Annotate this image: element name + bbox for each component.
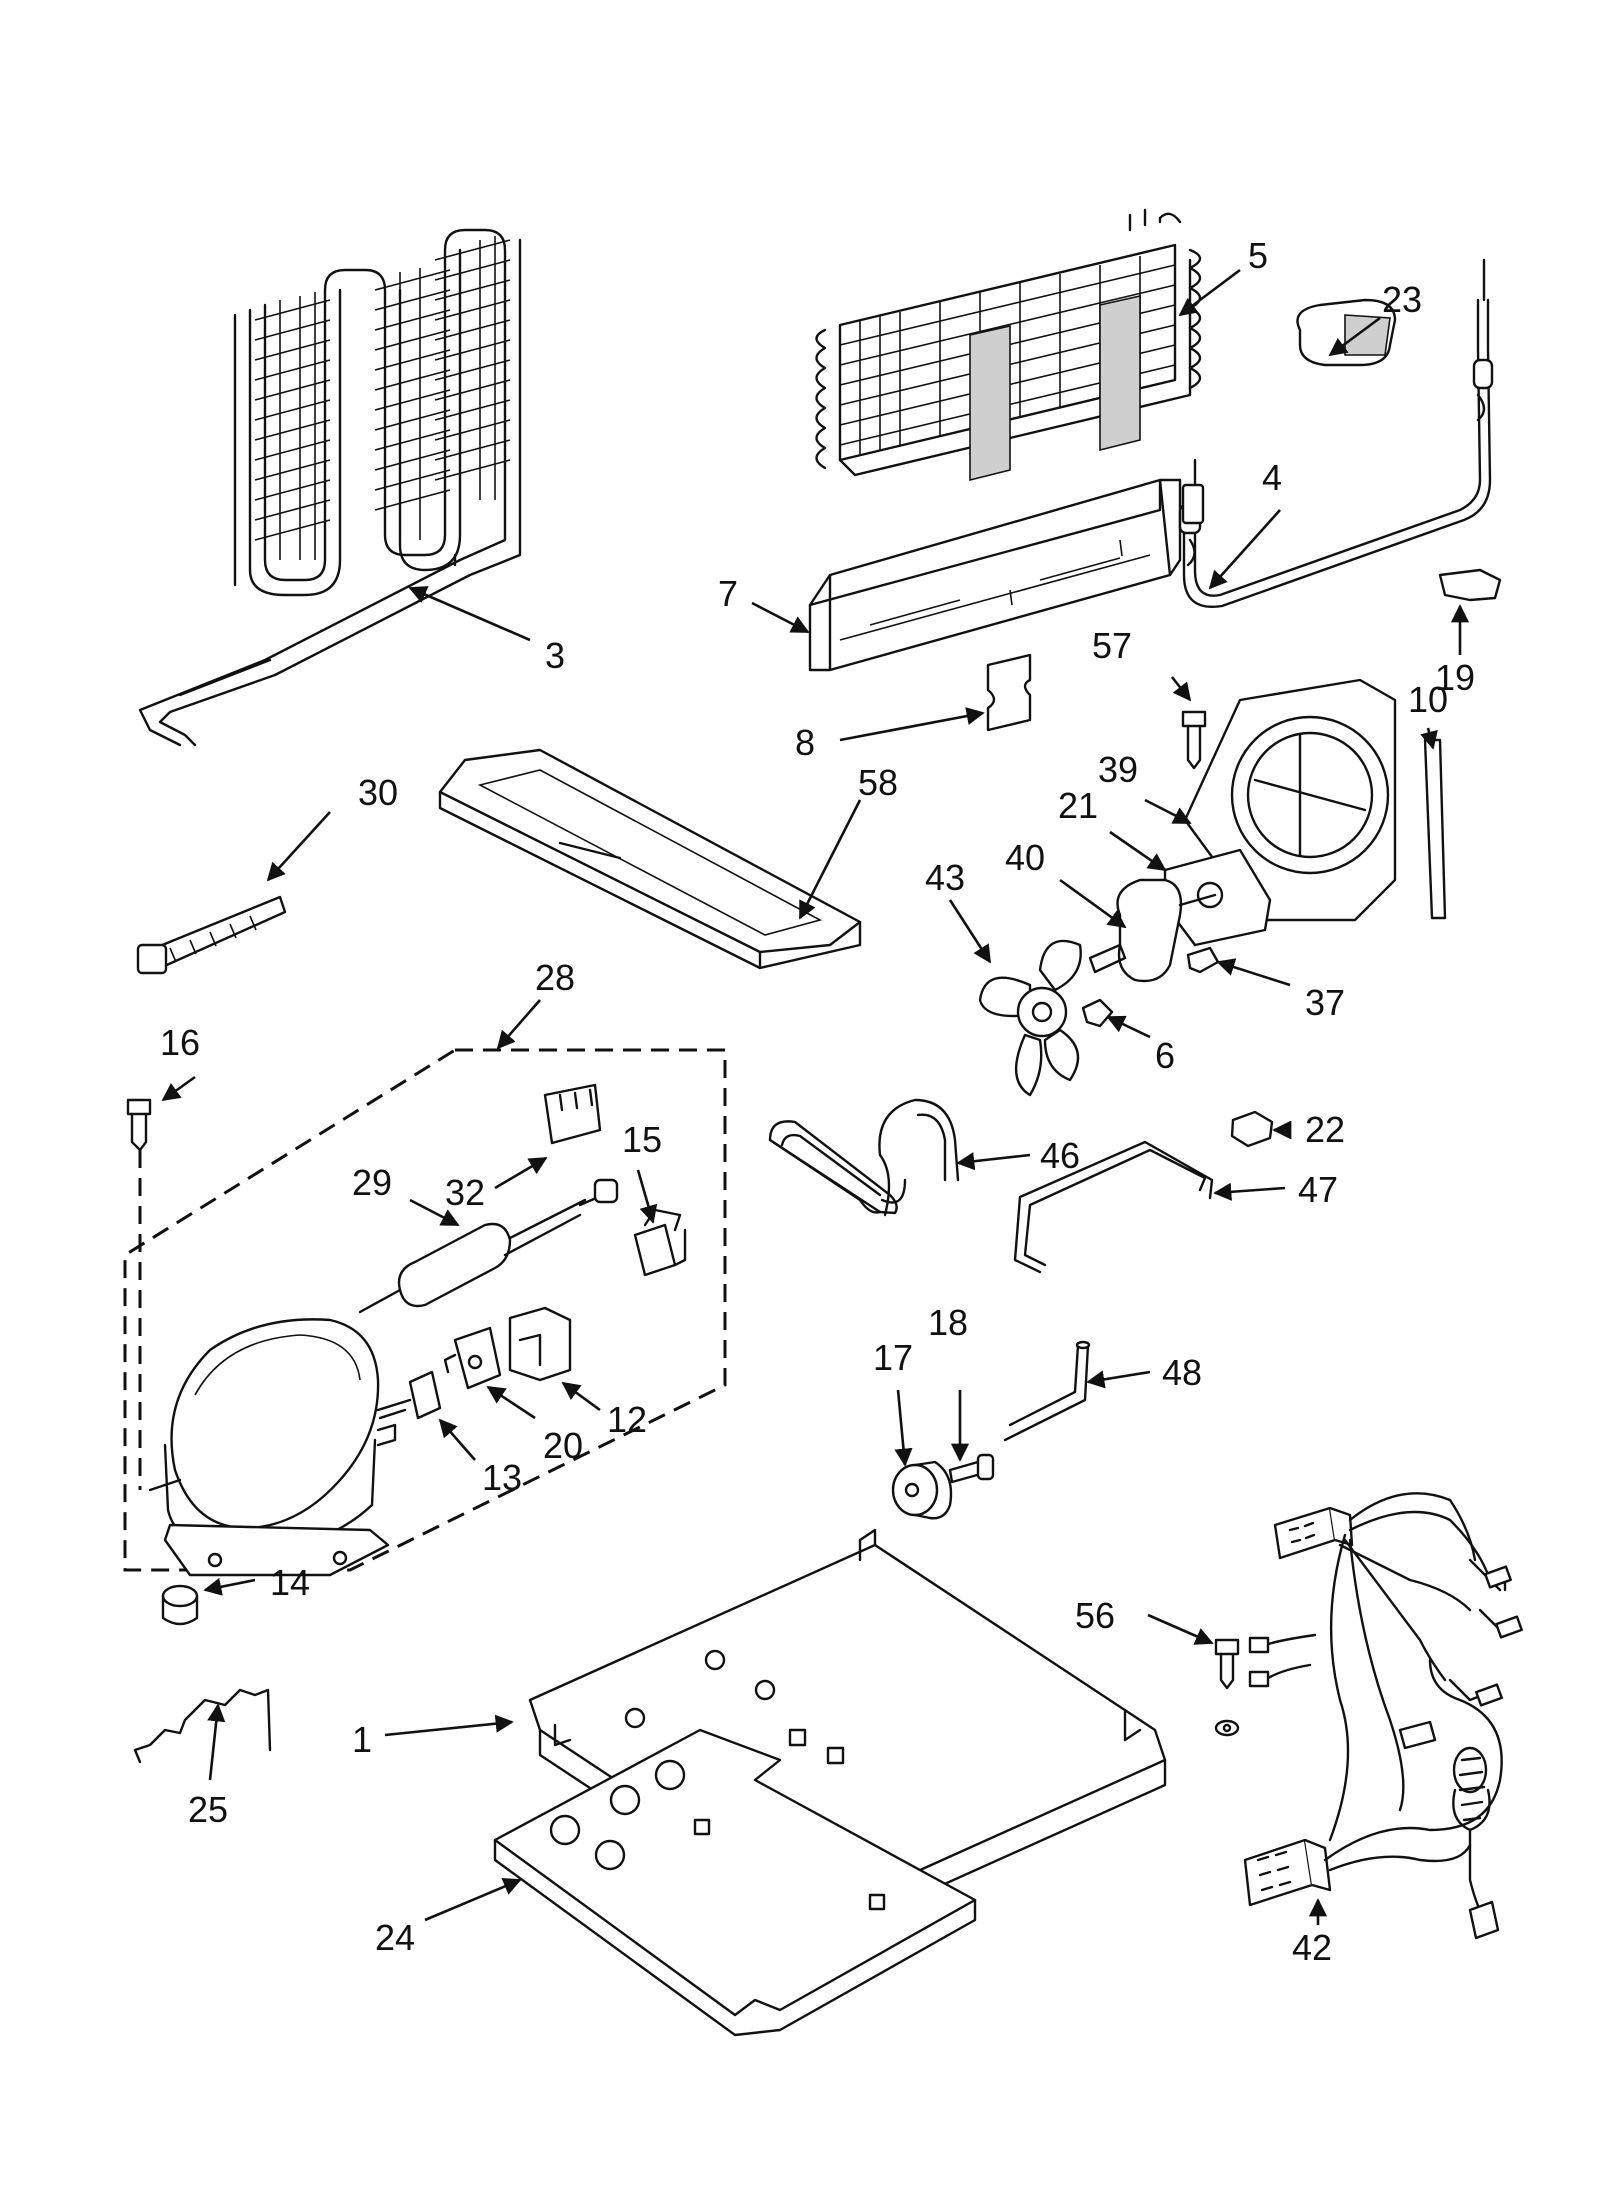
callout-7: 7 [718,573,738,614]
screw-56 [1214,1638,1240,1737]
evaporator [815,208,1202,482]
axle [948,1453,995,1484]
callout-28: 28 [535,957,575,998]
relay [443,1326,502,1390]
tube-47 [1013,1140,1214,1274]
plug [408,1370,442,1420]
callout-13: 13 [482,1457,522,1498]
screw-6 [1081,998,1114,1028]
callout-labels: 1 3 4 5 6 7 8 10 12 13 14 15 16 17 18 19… [160,235,1475,1968]
wiring-harness [1243,1492,1523,1940]
callout-37: 37 [1305,982,1345,1023]
callout-46: 46 [1040,1135,1080,1176]
tube-48 [1003,1340,1091,1442]
callout-19: 19 [1435,657,1475,698]
fan-motor [1088,878,1217,983]
compressor-assembly-boundary [123,1048,727,1572]
screw-37 [1186,946,1220,974]
callout-23: 23 [1382,279,1422,320]
callout-4: 4 [1262,457,1282,498]
callout-6: 6 [1155,1035,1175,1076]
callout-29: 29 [352,1162,392,1203]
cable-tie [136,895,287,975]
gasket-strip [1423,738,1447,920]
callout-30: 30 [358,772,398,813]
callout-22: 22 [1305,1109,1345,1150]
floor-plate [493,1728,977,2037]
leader-lines [161,268,1470,1925]
callout-39: 39 [1098,749,1138,790]
callout-32: 32 [445,1172,485,1213]
callout-21: 21 [1058,785,1098,826]
callout-5: 5 [1248,235,1268,276]
fan-blade [978,939,1082,1097]
overload [633,1208,687,1277]
tube-loop [768,1098,960,1217]
callout-25: 25 [188,1789,228,1830]
callout-42: 42 [1292,1927,1332,1968]
callout-12: 12 [607,1399,647,1440]
callout-1: 1 [352,1719,372,1760]
relay-cover [543,1083,602,1145]
callout-16: 16 [160,1022,200,1063]
screw-57 [1181,710,1207,770]
nut [1230,1110,1274,1148]
screw-16 [126,1098,152,1490]
condenser-coil [138,228,522,747]
callout-8: 8 [795,722,815,763]
callout-10: 10 [1408,679,1448,720]
callout-40: 40 [1005,837,1045,878]
grommet [161,1584,199,1626]
callout-24: 24 [375,1917,415,1958]
compressor [148,1318,397,1577]
callout-14: 14 [270,1562,310,1603]
callout-48: 48 [1162,1352,1202,1393]
wire-form [133,1688,272,1764]
callout-47: 47 [1298,1169,1338,1210]
roller-wheel [891,1460,953,1520]
callout-17: 17 [873,1337,913,1378]
start-relay [508,1306,572,1382]
drain-pan [438,748,862,970]
defrost-thermostat [1178,258,1494,609]
callout-43: 43 [925,857,965,898]
capacitor [358,1178,619,1314]
callout-15: 15 [622,1119,662,1160]
callout-3: 3 [545,635,565,676]
bracket [986,653,1032,732]
callout-57: 57 [1092,625,1132,666]
callout-20: 20 [543,1425,583,1466]
callout-58: 58 [858,762,898,803]
callout-56: 56 [1075,1595,1115,1636]
clip [1438,568,1502,602]
callout-18: 18 [928,1302,968,1343]
